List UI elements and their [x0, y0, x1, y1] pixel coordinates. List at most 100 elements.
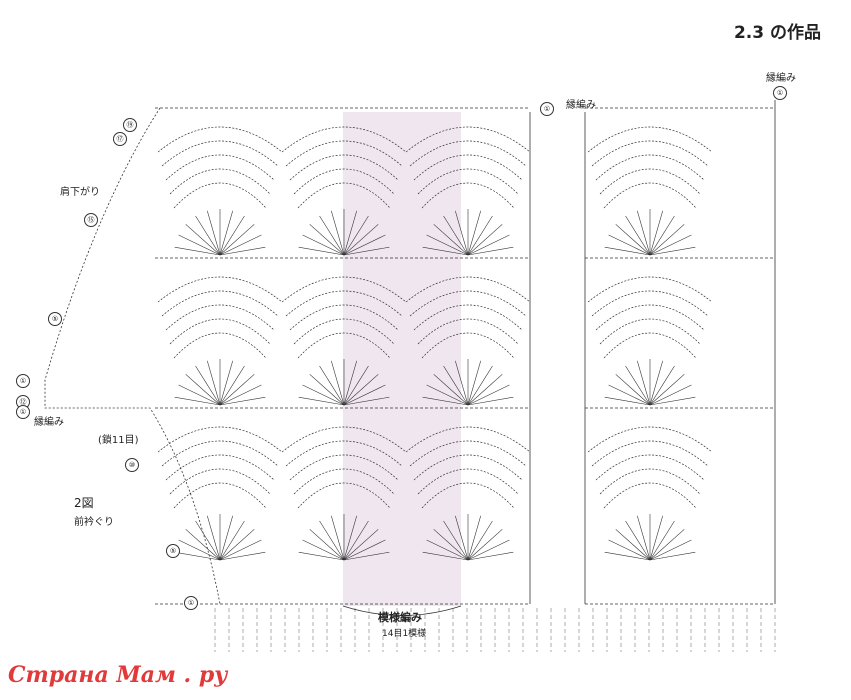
fan-low-spoke: [309, 529, 345, 561]
fan-top-spoke: [467, 234, 510, 256]
fan-top-spoke: [467, 224, 503, 256]
row-marker-5b: ⑤: [166, 544, 180, 558]
row-marker-1b: ①: [16, 405, 30, 419]
fan-mid-spoke: [298, 396, 345, 406]
fan-right-top-spoke: [649, 234, 692, 256]
fan-mid-spoke: [443, 365, 469, 406]
fan-top-spoke: [219, 246, 266, 256]
fan-mid-spoke: [206, 360, 221, 406]
fan-low-spoke: [219, 520, 245, 561]
fan-low-spoke: [219, 515, 234, 561]
fan-top-arc: [405, 126, 531, 153]
fan-low-arc: [161, 440, 279, 467]
fan-top-spoke: [206, 210, 221, 256]
fan-mid-arc: [413, 304, 523, 331]
fan-mid-spoke: [467, 365, 493, 406]
fan-right-mid-arc: [599, 318, 701, 345]
fan-mid-arc: [165, 304, 275, 331]
label-edge-right: 縁編み: [766, 73, 796, 84]
fan-mid-spoke: [467, 360, 482, 406]
fan-low-spoke: [454, 515, 469, 561]
fan-top-spoke: [195, 215, 221, 256]
fan-top-spoke: [302, 234, 345, 256]
fan-mid-spoke: [219, 384, 262, 406]
fan-right-top-arc: [599, 168, 701, 195]
fan-right-low-arc: [599, 468, 701, 495]
neck-outline: [44, 107, 221, 605]
fan-right-mid-arc: [595, 304, 705, 331]
fan-mid-arc: [405, 276, 531, 303]
fan-low-spoke: [343, 551, 390, 561]
fan-mid-spoke: [433, 374, 469, 406]
fan-right-mid-arc: [591, 290, 709, 317]
fan-top-arc: [165, 154, 275, 181]
pattern-brace: [342, 605, 462, 616]
label-shoulder: 肩下がり: [60, 187, 100, 198]
fan-right-low-spoke: [649, 529, 685, 561]
fan-top-arc: [421, 182, 515, 209]
fan-right-mid-arc: [587, 276, 713, 303]
fan-mid-spoke: [343, 365, 369, 406]
fan-right-mid-spoke: [649, 374, 685, 406]
fan-mid-arc: [157, 276, 283, 303]
fan-top-arc: [157, 126, 283, 153]
fan-low-arc: [285, 440, 403, 467]
row-marker-1-top: ①: [540, 102, 554, 116]
fan-mid-spoke: [343, 396, 390, 406]
fan-top-spoke: [443, 215, 469, 256]
fan-top-spoke: [467, 215, 493, 256]
fan-low-spoke: [467, 529, 503, 561]
label-pattern-count: 14目1模様: [382, 629, 427, 639]
fan-low-spoke: [433, 529, 469, 561]
fan-low-arc: [297, 482, 391, 509]
fan-mid-arc: [173, 332, 267, 359]
fan-top-arc: [161, 140, 279, 167]
fan-top-spoke: [178, 234, 221, 256]
fan-right-low-arc: [595, 454, 705, 481]
fan-right-low-spoke: [604, 551, 651, 561]
fan-top-spoke: [185, 224, 221, 256]
fan-low-arc: [173, 482, 267, 509]
fan-low-spoke: [219, 529, 255, 561]
fan-mid-arc: [161, 290, 279, 317]
label-edge-left: 縁編み: [34, 417, 64, 428]
row-marker-15: ⑮: [84, 213, 98, 227]
fan-mid-spoke: [219, 396, 266, 406]
fan-mid-spoke: [185, 374, 221, 406]
fan-right-mid-spoke: [649, 360, 664, 406]
fan-low-spoke: [219, 539, 262, 561]
fan-top-spoke: [426, 234, 469, 256]
fan-low-arc: [165, 454, 275, 481]
fan-mid-spoke: [343, 384, 386, 406]
fan-mid-spoke: [319, 365, 345, 406]
fan-right-mid-spoke: [604, 396, 651, 406]
fan-mid-spoke: [330, 360, 345, 406]
fan-mid-arc: [281, 276, 407, 303]
fan-mid-spoke: [426, 384, 469, 406]
fan-mid-spoke: [467, 396, 514, 406]
fan-mid-spoke: [195, 365, 221, 406]
fan-top-spoke: [343, 234, 386, 256]
fan-top-arc: [281, 126, 407, 153]
fan-mid-arc: [421, 332, 515, 359]
fan-top-spoke: [433, 224, 469, 256]
fan-low-arc: [409, 440, 527, 467]
fan-low-arc: [293, 468, 395, 495]
fan-top-spoke: [319, 215, 345, 256]
fan-mid-arc: [297, 332, 391, 359]
fan-top-arc: [409, 140, 527, 167]
fan-top-spoke: [219, 224, 255, 256]
fan-top-arc: [413, 154, 523, 181]
label-pattern: 模様編み: [378, 611, 422, 624]
fan-low-arc: [169, 468, 271, 495]
fan-right-mid-spoke: [615, 374, 651, 406]
fan-mid-spoke: [219, 374, 255, 406]
fan-mid-spoke: [467, 384, 510, 406]
fan-mid-spoke: [309, 374, 345, 406]
watermark: Страна Мам . ру: [8, 662, 228, 688]
fan-top-arc: [417, 168, 519, 195]
fan-mid-spoke: [174, 396, 221, 406]
fan-low-arc: [289, 454, 399, 481]
fan-right-mid-spoke: [625, 365, 651, 406]
fan-right-mid-arc: [603, 332, 697, 359]
